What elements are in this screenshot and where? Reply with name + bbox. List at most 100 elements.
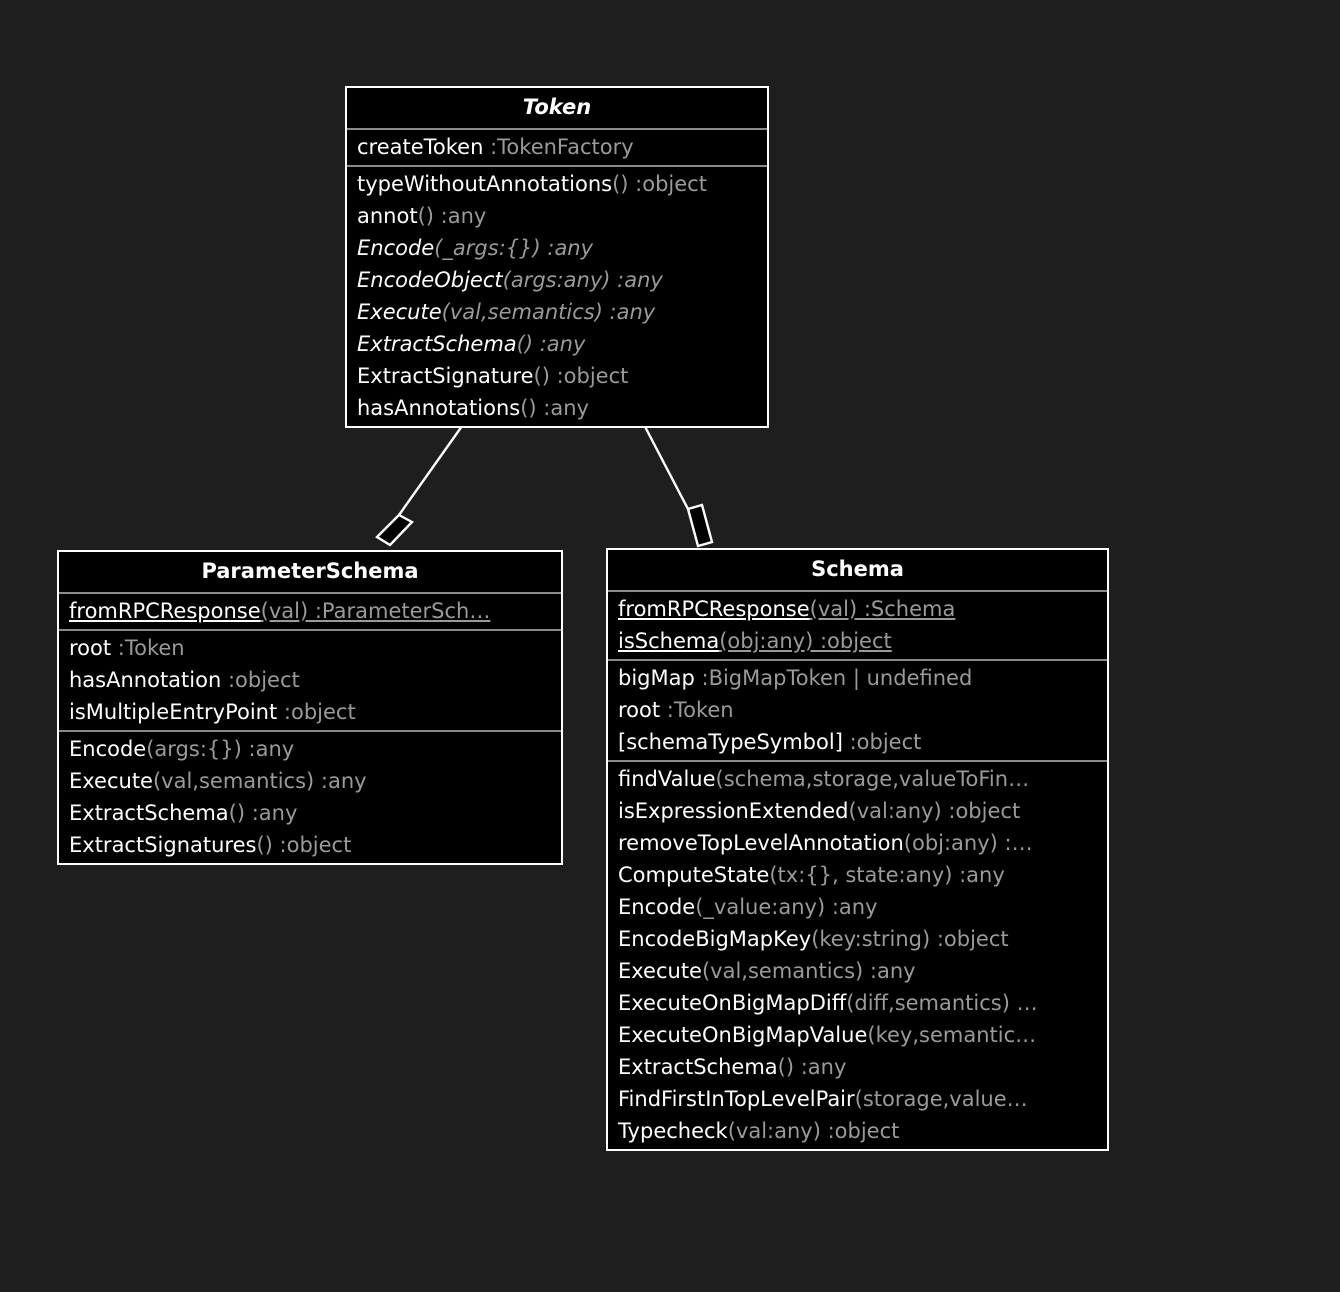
member-signature: (val,semantics) :any xyxy=(701,959,916,983)
compartment-parameterschema-statics: fromRPCResponse(val) :ParameterSch… xyxy=(59,592,561,629)
member-name: isExpressionExtended xyxy=(618,799,849,823)
member-row[interactable]: hasAnnotation :object xyxy=(59,664,561,696)
compartment-token-methods: typeWithoutAnnotations() :object annot()… xyxy=(347,165,767,426)
member-row[interactable]: ExtractSignatures() :object xyxy=(59,829,561,861)
member-signature: (val,semantics) :any xyxy=(441,300,656,324)
member-signature: :object xyxy=(277,700,356,724)
member-name: findValue xyxy=(618,767,716,791)
member-name: ExecuteOnBigMapDiff xyxy=(618,991,847,1015)
member-signature: (schema,storage,valueToFin… xyxy=(715,767,1030,791)
member-name: Encode xyxy=(357,236,435,260)
member-row[interactable]: isMultipleEntryPoint :object xyxy=(59,696,561,728)
member-signature: () :object xyxy=(612,172,707,196)
member-row[interactable]: ExecuteOnBigMapValue(key,semantic… xyxy=(608,1019,1107,1051)
member-signature: (key:string) :object xyxy=(811,927,1009,951)
member-row[interactable]: ExecuteOnBigMapDiff(diff,semantics) … xyxy=(608,987,1107,1019)
member-name: removeTopLevelAnnotation xyxy=(618,831,904,855)
class-box-parameterschema[interactable]: ParameterSchema fromRPCResponse(val) :Pa… xyxy=(57,550,563,865)
member-row[interactable]: ExtractSchema() :any xyxy=(608,1051,1107,1083)
member-name: Execute xyxy=(357,300,442,324)
member-row[interactable]: [schemaTypeSymbol] :object xyxy=(608,726,1107,758)
member-row[interactable]: Encode(_args:{}) :any xyxy=(347,232,767,264)
member-signature: () :any xyxy=(520,396,589,420)
member-row[interactable]: isExpressionExtended(val:any) :object xyxy=(608,795,1107,827)
member-signature: () :object xyxy=(533,364,629,388)
member-row[interactable]: Encode(_value:any) :any xyxy=(608,891,1107,923)
member-name: ExtractSchema xyxy=(69,801,229,825)
hollow-diamond-marker xyxy=(686,503,714,548)
compartment-token-statics: createToken :TokenFactory xyxy=(347,128,767,165)
member-row[interactable]: removeTopLevelAnnotation(obj:any) :… xyxy=(608,827,1107,859)
member-signature: (obj:any) :object xyxy=(719,629,892,653)
member-name: fromRPCResponse xyxy=(69,599,261,623)
member-row[interactable]: root :Token xyxy=(608,694,1107,726)
member-name: ExecuteOnBigMapValue xyxy=(618,1023,868,1047)
member-signature: (storage,value… xyxy=(854,1087,1028,1111)
member-signature: () :any xyxy=(417,204,487,228)
member-row[interactable]: hasAnnotations() :any xyxy=(347,392,767,424)
member-row[interactable]: Execute(val,semantics) :any xyxy=(59,765,561,797)
member-row[interactable]: Encode(args:{}) :any xyxy=(59,733,561,765)
class-box-token[interactable]: Token createToken :TokenFactory typeWith… xyxy=(345,86,769,428)
member-row[interactable]: ComputeState(tx:{}, state:any) :any xyxy=(608,859,1107,891)
member-signature: (_value:any) :any xyxy=(695,895,878,919)
member-row[interactable]: EncodeObject(args:any) :any xyxy=(347,264,767,296)
member-name: root xyxy=(618,698,661,722)
member-signature: :Token xyxy=(660,698,734,722)
member-signature: :object xyxy=(842,730,922,754)
compartment-schema-methods: findValue(schema,storage,valueToFin… isE… xyxy=(608,760,1107,1149)
member-name: Encode xyxy=(69,737,147,761)
member-signature: (val:any) :object xyxy=(848,799,1021,823)
member-signature: (args:any) :any xyxy=(502,268,663,292)
member-row[interactable]: Typecheck(val:any) :object xyxy=(608,1115,1107,1147)
member-name: ExtractSignatures xyxy=(69,833,257,857)
hollow-diamond-marker xyxy=(375,513,414,547)
member-signature: () :object xyxy=(256,833,352,857)
member-name: FindFirstInTopLevelPair xyxy=(618,1087,855,1111)
member-row[interactable]: root :Token xyxy=(59,632,561,664)
edge-token-parameterschema xyxy=(375,411,475,547)
member-name: bigMap xyxy=(618,666,695,690)
member-row[interactable]: EncodeBigMapKey(key:string) :object xyxy=(608,923,1107,955)
member-signature: (val) :Schema xyxy=(809,597,956,621)
edge-line xyxy=(398,418,468,516)
member-row[interactable]: createToken :TokenFactory xyxy=(347,131,767,163)
class-box-schema[interactable]: Schema fromRPCResponse(val) :Schema isSc… xyxy=(606,548,1109,1151)
member-row[interactable]: annot() :any xyxy=(347,200,767,232)
member-row[interactable]: Execute(val,semantics) :any xyxy=(608,955,1107,987)
member-row[interactable]: FindFirstInTopLevelPair(storage,value… xyxy=(608,1083,1107,1115)
member-name: EncodeObject xyxy=(357,268,503,292)
compartment-parameterschema-methods: Encode(args:{}) :any Execute(val,semanti… xyxy=(59,730,561,863)
member-row[interactable]: Execute(val,semantics) :any xyxy=(347,296,767,328)
member-row[interactable]: ExtractSchema() :any xyxy=(59,797,561,829)
member-row[interactable]: fromRPCResponse(val) :Schema xyxy=(608,593,1107,625)
member-signature: (diff,semantics) … xyxy=(846,991,1038,1015)
member-name: EncodeBigMapKey xyxy=(618,927,812,951)
member-signature: (val) :ParameterSch… xyxy=(260,599,491,623)
member-signature: :object xyxy=(221,668,300,692)
member-row[interactable]: isSchema(obj:any) :object xyxy=(608,625,1107,657)
compartment-schema-attributes: bigMap :BigMapToken | undefined root :To… xyxy=(608,659,1107,760)
member-signature: (val,semantics) :any xyxy=(152,769,367,793)
member-name: ExtractSignature xyxy=(357,364,534,388)
member-name: Execute xyxy=(618,959,702,983)
member-name: isMultipleEntryPoint xyxy=(69,700,278,724)
edge-token-schema xyxy=(633,411,714,548)
member-row[interactable]: fromRPCResponse(val) :ParameterSch… xyxy=(59,595,561,627)
member-row[interactable]: typeWithoutAnnotations() :object xyxy=(347,168,767,200)
member-row[interactable]: bigMap :BigMapToken | undefined xyxy=(608,662,1107,694)
compartment-schema-statics: fromRPCResponse(val) :Schema isSchema(ob… xyxy=(608,590,1107,659)
class-title-schema: Schema xyxy=(811,557,904,581)
member-signature: (args:{}) :any xyxy=(146,737,295,761)
compartment-parameterschema-attributes: root :Token hasAnnotation :object isMult… xyxy=(59,629,561,730)
member-name: ComputeState xyxy=(618,863,770,887)
member-row[interactable]: findValue(schema,storage,valueToFin… xyxy=(608,763,1107,795)
member-name: hasAnnotation xyxy=(69,668,222,692)
member-name: root xyxy=(69,636,112,660)
member-row[interactable]: ExtractSchema() :any xyxy=(347,328,767,360)
member-name: annot xyxy=(357,204,418,228)
member-name: hasAnnotations xyxy=(357,396,521,420)
member-row[interactable]: ExtractSignature() :object xyxy=(347,360,767,392)
class-title-parameterschema: ParameterSchema xyxy=(201,559,419,583)
member-name: ExtractSchema xyxy=(357,332,517,356)
